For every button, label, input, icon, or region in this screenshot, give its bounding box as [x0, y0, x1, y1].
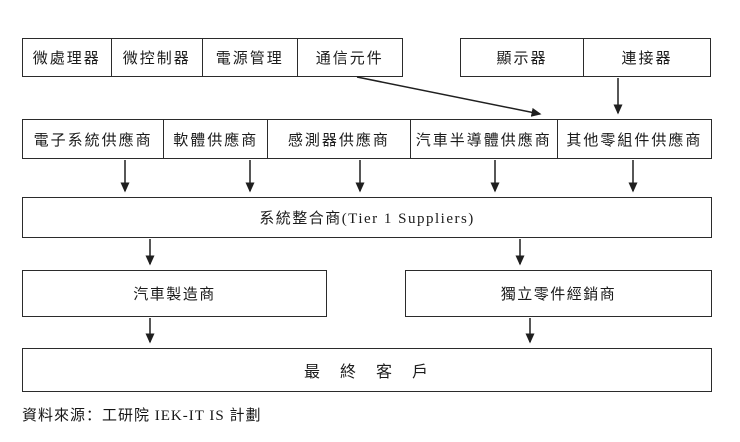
- box-display: 顯示器: [496, 51, 548, 67]
- box-auto-manufacturer: 汽車製造商: [22, 270, 327, 317]
- component-group-semiconductors: 微處理器 微控制器 電源管理 通信元件: [22, 38, 403, 77]
- box-sensor-supplier: 感測器供應商: [267, 120, 409, 158]
- box-other-components-supplier: 其他零組件供應商: [556, 120, 711, 158]
- box-tier1-system-integrator: 系統整合商(Tier 1 Suppliers): [22, 197, 712, 238]
- box-connector: 連接器: [583, 39, 710, 76]
- source-caption: 資料來源：工研院 IEK-IT IS 計劃: [22, 408, 262, 424]
- box-auto-semiconductor-supplier: 汽車半導體供應商: [409, 120, 557, 158]
- component-group-parts: 顯示器 連接器: [460, 38, 711, 77]
- supplier-row: 電子系統供應商 軟體供應商 感測器供應商 汽車半導體供應商 其他零組件供應商: [22, 119, 712, 159]
- box-software-supplier: 軟體供應商: [163, 120, 267, 158]
- box-microcontroller: 微控制器: [110, 39, 202, 76]
- box-communication-component: 通信元件: [296, 39, 402, 76]
- box-microprocessor: 微處理器: [32, 51, 101, 67]
- box-end-customer: 最 終 客 戶: [22, 348, 712, 392]
- box-power-management: 電源管理: [201, 39, 297, 76]
- arrow-communication-to-suppliers: [356, 76, 542, 117]
- box-electronic-system-supplier: 電子系統供應商: [33, 132, 153, 149]
- box-independent-parts-distributor: 獨立零件經銷商: [405, 270, 712, 317]
